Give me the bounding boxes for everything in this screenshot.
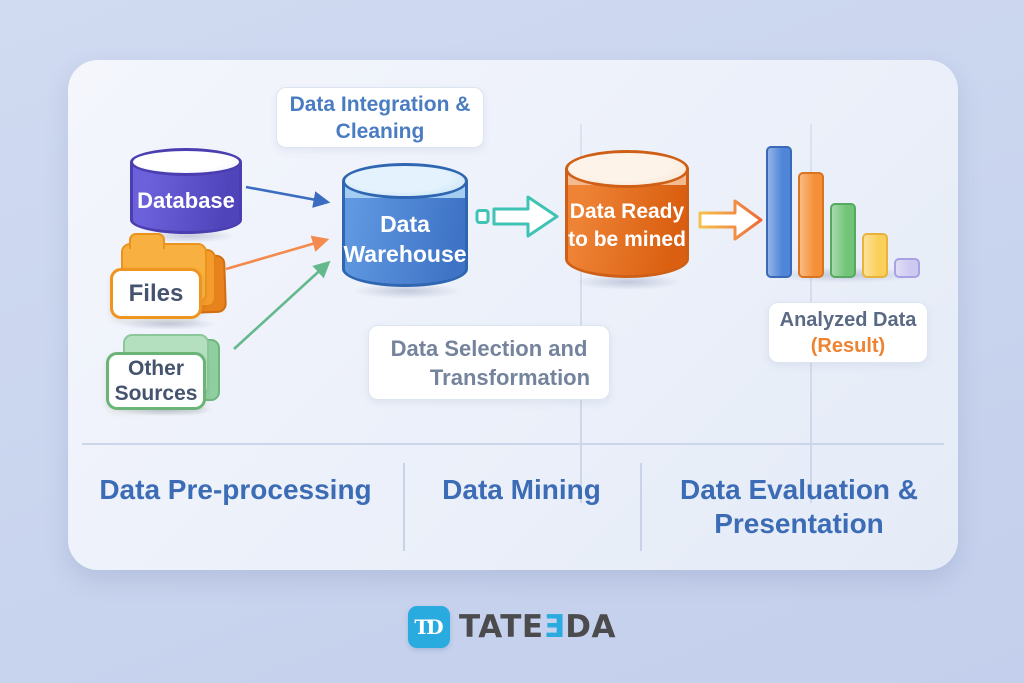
- stage-evaluation-label: Data Evaluation & Presentation: [680, 473, 918, 541]
- data-ready-line1: Data Ready: [569, 200, 685, 223]
- stage-data-mining: Data Mining: [403, 443, 640, 570]
- result-bar-2: [798, 172, 824, 278]
- stage-evaluation-line2: Presentation: [714, 508, 884, 539]
- shadow-warehouse: [352, 283, 462, 299]
- logo-part-2: Ǝ: [543, 609, 566, 645]
- data-ready-label: Data Ready to be mined: [565, 198, 689, 254]
- stage-mining-label: Data Mining: [442, 474, 601, 505]
- logo-part-3: DA: [565, 609, 617, 645]
- data-warehouse-line2: Warehouse: [343, 241, 467, 267]
- tateeda-logo-text: TATEƎDA: [459, 609, 616, 645]
- result-bar-1: [766, 146, 792, 278]
- analyzed-data-title: Analyzed Data: [779, 308, 917, 331]
- other-sources-card: Other Sources: [106, 352, 206, 410]
- stage-data-preprocessing: Data Pre-processing: [68, 443, 403, 570]
- data-warehouse-line1: Data: [380, 211, 430, 237]
- divider-preprocessing-mining: [580, 124, 582, 503]
- files-stack: Files: [108, 233, 227, 324]
- stage-data-evaluation: Data Evaluation & Presentation: [640, 443, 958, 570]
- tateeda-monogram: TD: [414, 615, 443, 639]
- data-ready-cylinder-top: [565, 150, 689, 188]
- shadow-mined: [574, 274, 682, 290]
- other-sources-line1: Other: [127, 357, 184, 380]
- data-warehouse-label: Data Warehouse: [342, 209, 468, 269]
- tateeda-logo-icon: TD: [407, 606, 450, 648]
- database-cylinder: Database: [130, 148, 242, 234]
- shadow-files: [118, 318, 218, 330]
- data-warehouse-cylinder: Data Warehouse: [342, 163, 468, 287]
- other-sources-line2: Sources: [114, 382, 198, 405]
- stage-preprocessing-label: Data Pre-processing: [99, 474, 372, 505]
- analyzed-data-label: Analyzed Data (Result): [768, 302, 928, 363]
- tateeda-logo: TD TATEƎDA: [0, 603, 1024, 651]
- files-label: Files: [128, 279, 184, 307]
- result-bar-4: [862, 233, 888, 278]
- integration-cleaning-label: Data Integration & Cleaning: [276, 87, 484, 148]
- files-card: Files: [110, 268, 202, 319]
- integration-line2: Cleaning: [335, 119, 425, 143]
- analyzed-data-subtitle: (Result): [810, 334, 886, 357]
- divider-footer: [82, 443, 944, 445]
- integration-line1: Data Integration &: [289, 92, 471, 116]
- database-label: Database: [137, 188, 235, 213]
- database-cylinder-top: [130, 148, 242, 176]
- selection-line1: Data Selection and: [390, 335, 588, 361]
- data-warehouse-cylinder-top: [342, 163, 468, 199]
- result-bar-3: [830, 203, 856, 278]
- selection-line2: Transformation: [429, 364, 591, 390]
- footer-divider-1: [403, 463, 405, 551]
- data-ready-line2: to be mined: [568, 228, 686, 251]
- footer-divider-2: [640, 463, 642, 551]
- logo-part-1: TATE: [458, 609, 544, 645]
- data-ready-cylinder-body: [565, 169, 689, 278]
- selection-transformation-label: Data Selection and Transformation: [368, 325, 610, 400]
- stage-evaluation-line1: Data Evaluation &: [679, 474, 919, 505]
- result-bar-5: [894, 258, 920, 278]
- other-sources-stack: Other Sources: [106, 334, 224, 412]
- result-bar-chart: [766, 144, 926, 278]
- data-ready-cylinder: Data Ready to be mined: [565, 150, 689, 278]
